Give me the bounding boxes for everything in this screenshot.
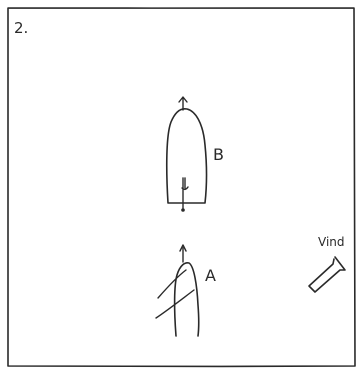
boat-a: A xyxy=(156,245,216,336)
wind-arrow-icon xyxy=(309,257,345,292)
frame-border xyxy=(8,8,355,367)
boat-b-stern-dot xyxy=(181,208,185,212)
panel-number: 2. xyxy=(14,19,28,37)
boat-a-sail-upper xyxy=(158,270,186,298)
wind-indicator: Vind xyxy=(309,235,345,292)
wind-label: Vind xyxy=(318,235,345,249)
boat-b-label: B xyxy=(213,145,224,164)
boat-a-label: A xyxy=(205,266,216,285)
boat-a-bow-marker xyxy=(180,245,186,262)
boat-b: B xyxy=(167,97,224,212)
boat-a-hull xyxy=(175,263,199,336)
